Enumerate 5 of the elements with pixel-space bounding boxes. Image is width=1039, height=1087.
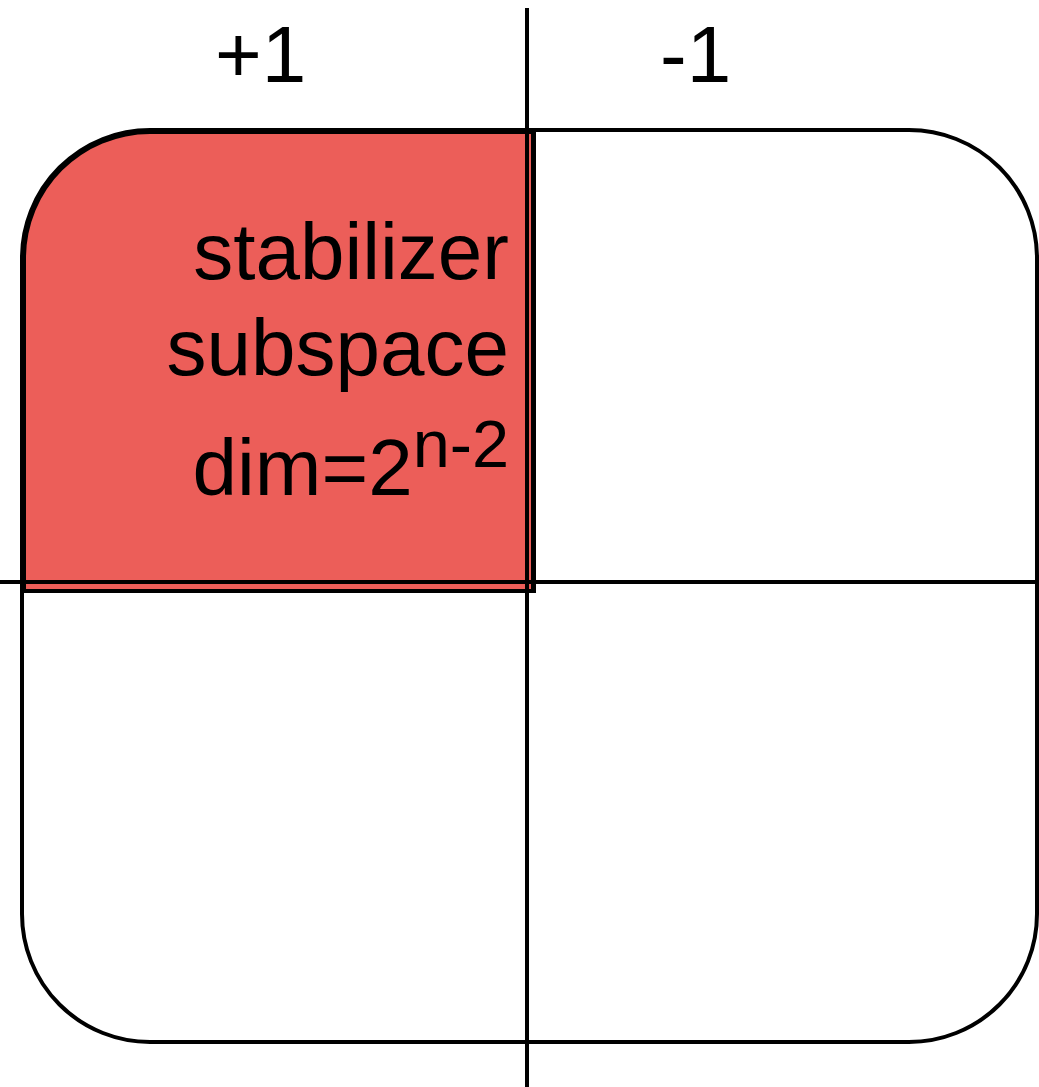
rounded-box [20, 128, 1039, 1044]
highlighted-quadrant [22, 130, 536, 593]
eigenvalue-label: +1 [215, 10, 307, 100]
eigenvalue-label: -1 [660, 10, 732, 100]
quadrant-label: stabilizer subspace dim=2$^{n-2}$ [165, 206, 509, 514]
